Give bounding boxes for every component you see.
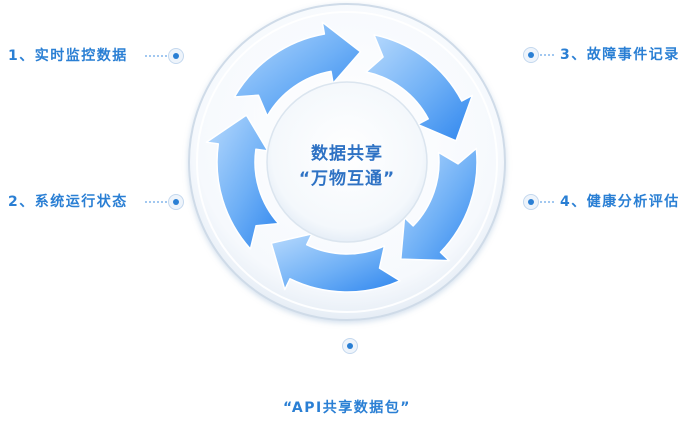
label-health-analysis: 4、健康分析评估 bbox=[560, 194, 680, 210]
inner-disc bbox=[266, 81, 428, 243]
circular-arrows-icon bbox=[205, 21, 478, 293]
cycle-arrow-4 bbox=[270, 233, 401, 293]
label-system-status: 2、系统运行状态 bbox=[8, 194, 128, 210]
label-realtime-data: 1、实时监控数据 bbox=[8, 48, 128, 64]
label-api-package: “API共享数据包” bbox=[283, 400, 411, 416]
dot-ring-icon bbox=[523, 47, 539, 63]
dot-ring-icon bbox=[168, 48, 184, 64]
dot-ring-icon bbox=[342, 338, 358, 354]
cycle-arrow-3 bbox=[400, 147, 478, 262]
cycle-arrow-1 bbox=[233, 21, 362, 117]
dot-ring-icon bbox=[523, 194, 539, 210]
cycle-arrow-5 bbox=[205, 114, 280, 250]
center-title: 数据共享 bbox=[311, 144, 383, 164]
center-subtitle: “万物互通” bbox=[298, 169, 396, 189]
dot-ring-icon bbox=[168, 194, 184, 210]
label-fault-records: 3、故障事件记录 bbox=[560, 47, 680, 63]
cycle-arrow-2 bbox=[365, 34, 474, 142]
